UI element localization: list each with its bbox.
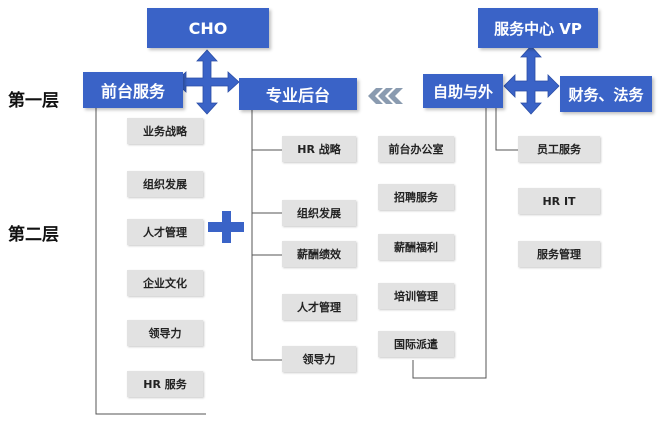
center-item-hr-it: HR IT bbox=[518, 188, 600, 214]
pro-item-talent-management: 人才管理 bbox=[282, 294, 356, 320]
pro-item-hr-strategy: HR 战略 bbox=[282, 136, 356, 162]
center-item-service-management: 服务管理 bbox=[518, 241, 600, 267]
front-item-leadership: 领导力 bbox=[127, 320, 203, 346]
layer-two-label: 第二层 bbox=[8, 225, 59, 245]
finance-legal-box: 财务、法务 bbox=[560, 76, 652, 112]
front-bracket-line bbox=[95, 106, 206, 415]
out-item-recruiting: 招聘服务 bbox=[378, 184, 454, 210]
pro-item-leadership: 领导力 bbox=[282, 346, 356, 372]
four-way-arrow-icon bbox=[174, 49, 240, 115]
self-service-box: 自助与外 bbox=[423, 74, 503, 108]
out-item-comp-benefits: 薪酬福利 bbox=[378, 234, 454, 260]
out-item-training: 培训管理 bbox=[378, 283, 454, 309]
center-bracket-line bbox=[495, 108, 518, 151]
plus-icon bbox=[208, 211, 244, 243]
center-item-employee-service: 员工服务 bbox=[518, 136, 600, 162]
pro-backend-box: 专业后台 bbox=[239, 78, 357, 110]
front-item-business-strategy: 业务战略 bbox=[127, 118, 203, 144]
out-item-front-office: 前台办公室 bbox=[378, 136, 454, 162]
front-item-hr-service: HR 服务 bbox=[127, 371, 203, 397]
service-center-vp-box: 服务中心 VP bbox=[478, 8, 598, 48]
chevron-left-icon bbox=[368, 88, 403, 104]
pro-item-org-development: 组织发展 bbox=[282, 200, 356, 226]
out-item-international-assignment: 国际派遣 bbox=[378, 331, 454, 357]
cho-box: CHO bbox=[147, 8, 269, 48]
front-item-talent-management: 人才管理 bbox=[127, 219, 203, 245]
layer-one-label: 第一层 bbox=[8, 91, 59, 111]
front-item-corporate-culture: 企业文化 bbox=[127, 270, 203, 296]
outsource-bracket-line bbox=[412, 108, 487, 379]
front-service-box: 前台服务 bbox=[83, 72, 183, 108]
pro-item-compensation: 薪酬绩效 bbox=[282, 241, 356, 267]
four-way-arrow-icon-right bbox=[503, 45, 560, 115]
front-item-org-development: 组织发展 bbox=[127, 171, 203, 197]
